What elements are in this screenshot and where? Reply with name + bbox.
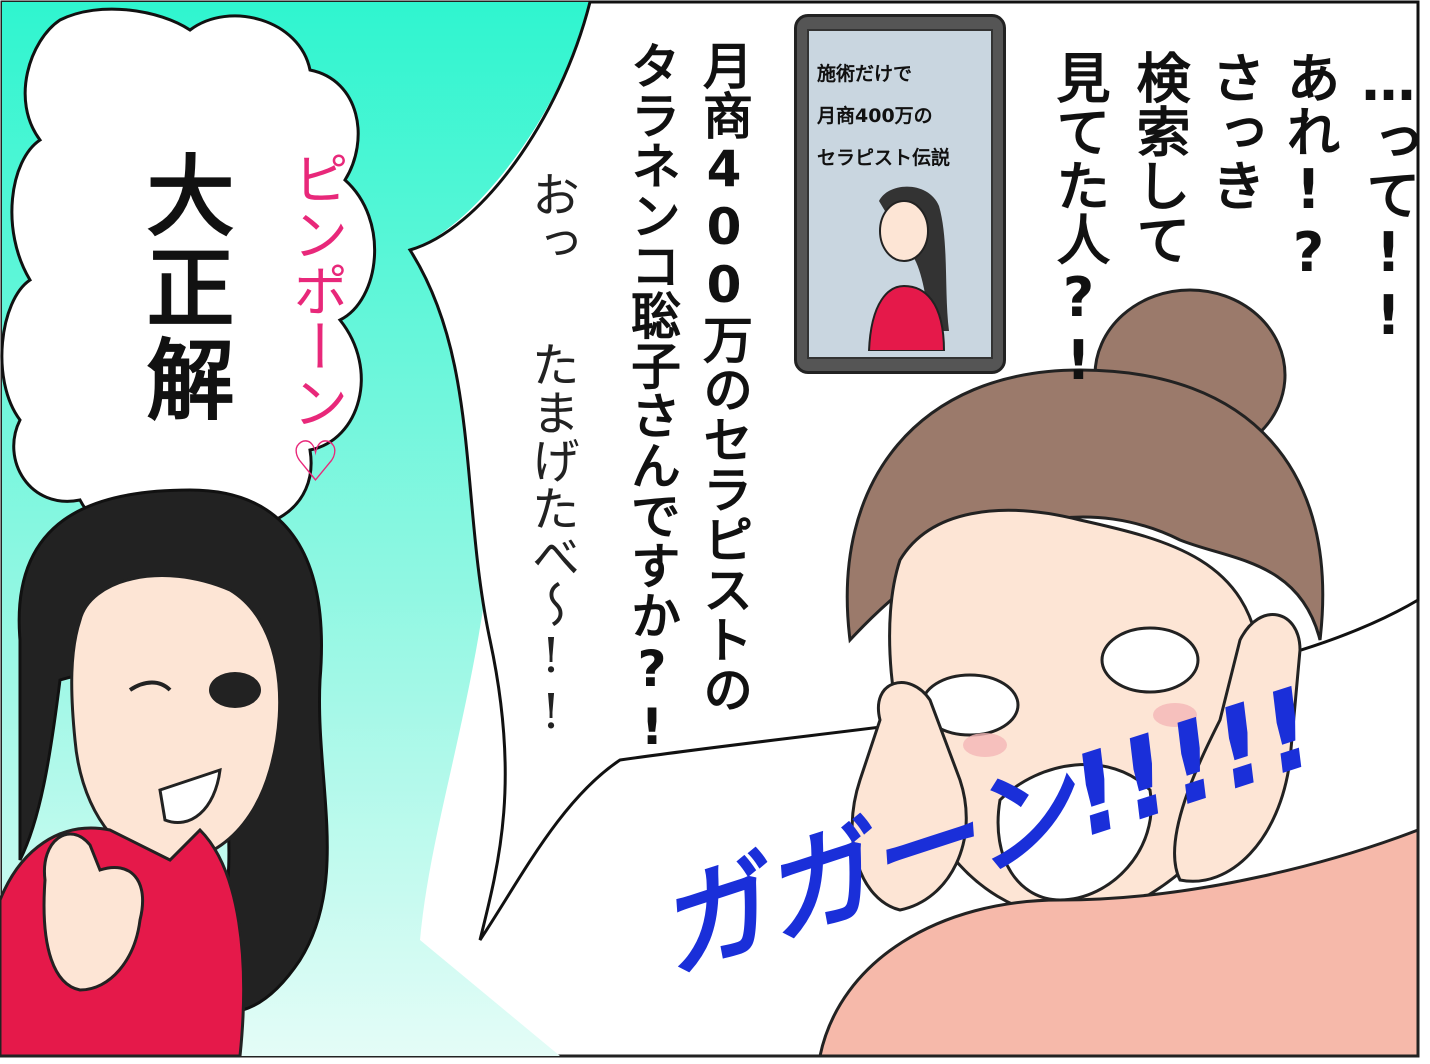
phone-screen: 施術だけで 月商400万の セラピスト伝説 xyxy=(807,29,993,359)
pinpon-text: ピンポーン♡ xyxy=(283,150,348,495)
phone-line2: 月商400万の xyxy=(817,105,933,127)
smartphone: 施術だけで 月商400万の セラピスト伝説 xyxy=(794,14,1006,374)
phone-line1: 施術だけで xyxy=(817,63,913,85)
phone-portrait xyxy=(867,186,949,351)
phone-line3: セラピスト伝説 xyxy=(817,147,951,169)
surprise-col1: おっ xyxy=(523,170,579,266)
right-col3: さっき xyxy=(1202,50,1265,212)
question-col2: タラネンコ聡子さんですか?! xyxy=(623,40,681,756)
answer-thought-text: 大正解 xyxy=(132,150,235,426)
right-col1: …って!! xyxy=(1357,50,1420,347)
right-col5: 見てた人?! xyxy=(1047,50,1110,392)
right-col4: 検索して xyxy=(1127,50,1190,266)
right-col2: あれ!? xyxy=(1277,50,1340,284)
surprise-col2: たまげたべ〜!! xyxy=(523,340,579,740)
question-col1: 月商400万のセラピストの xyxy=(695,40,753,714)
